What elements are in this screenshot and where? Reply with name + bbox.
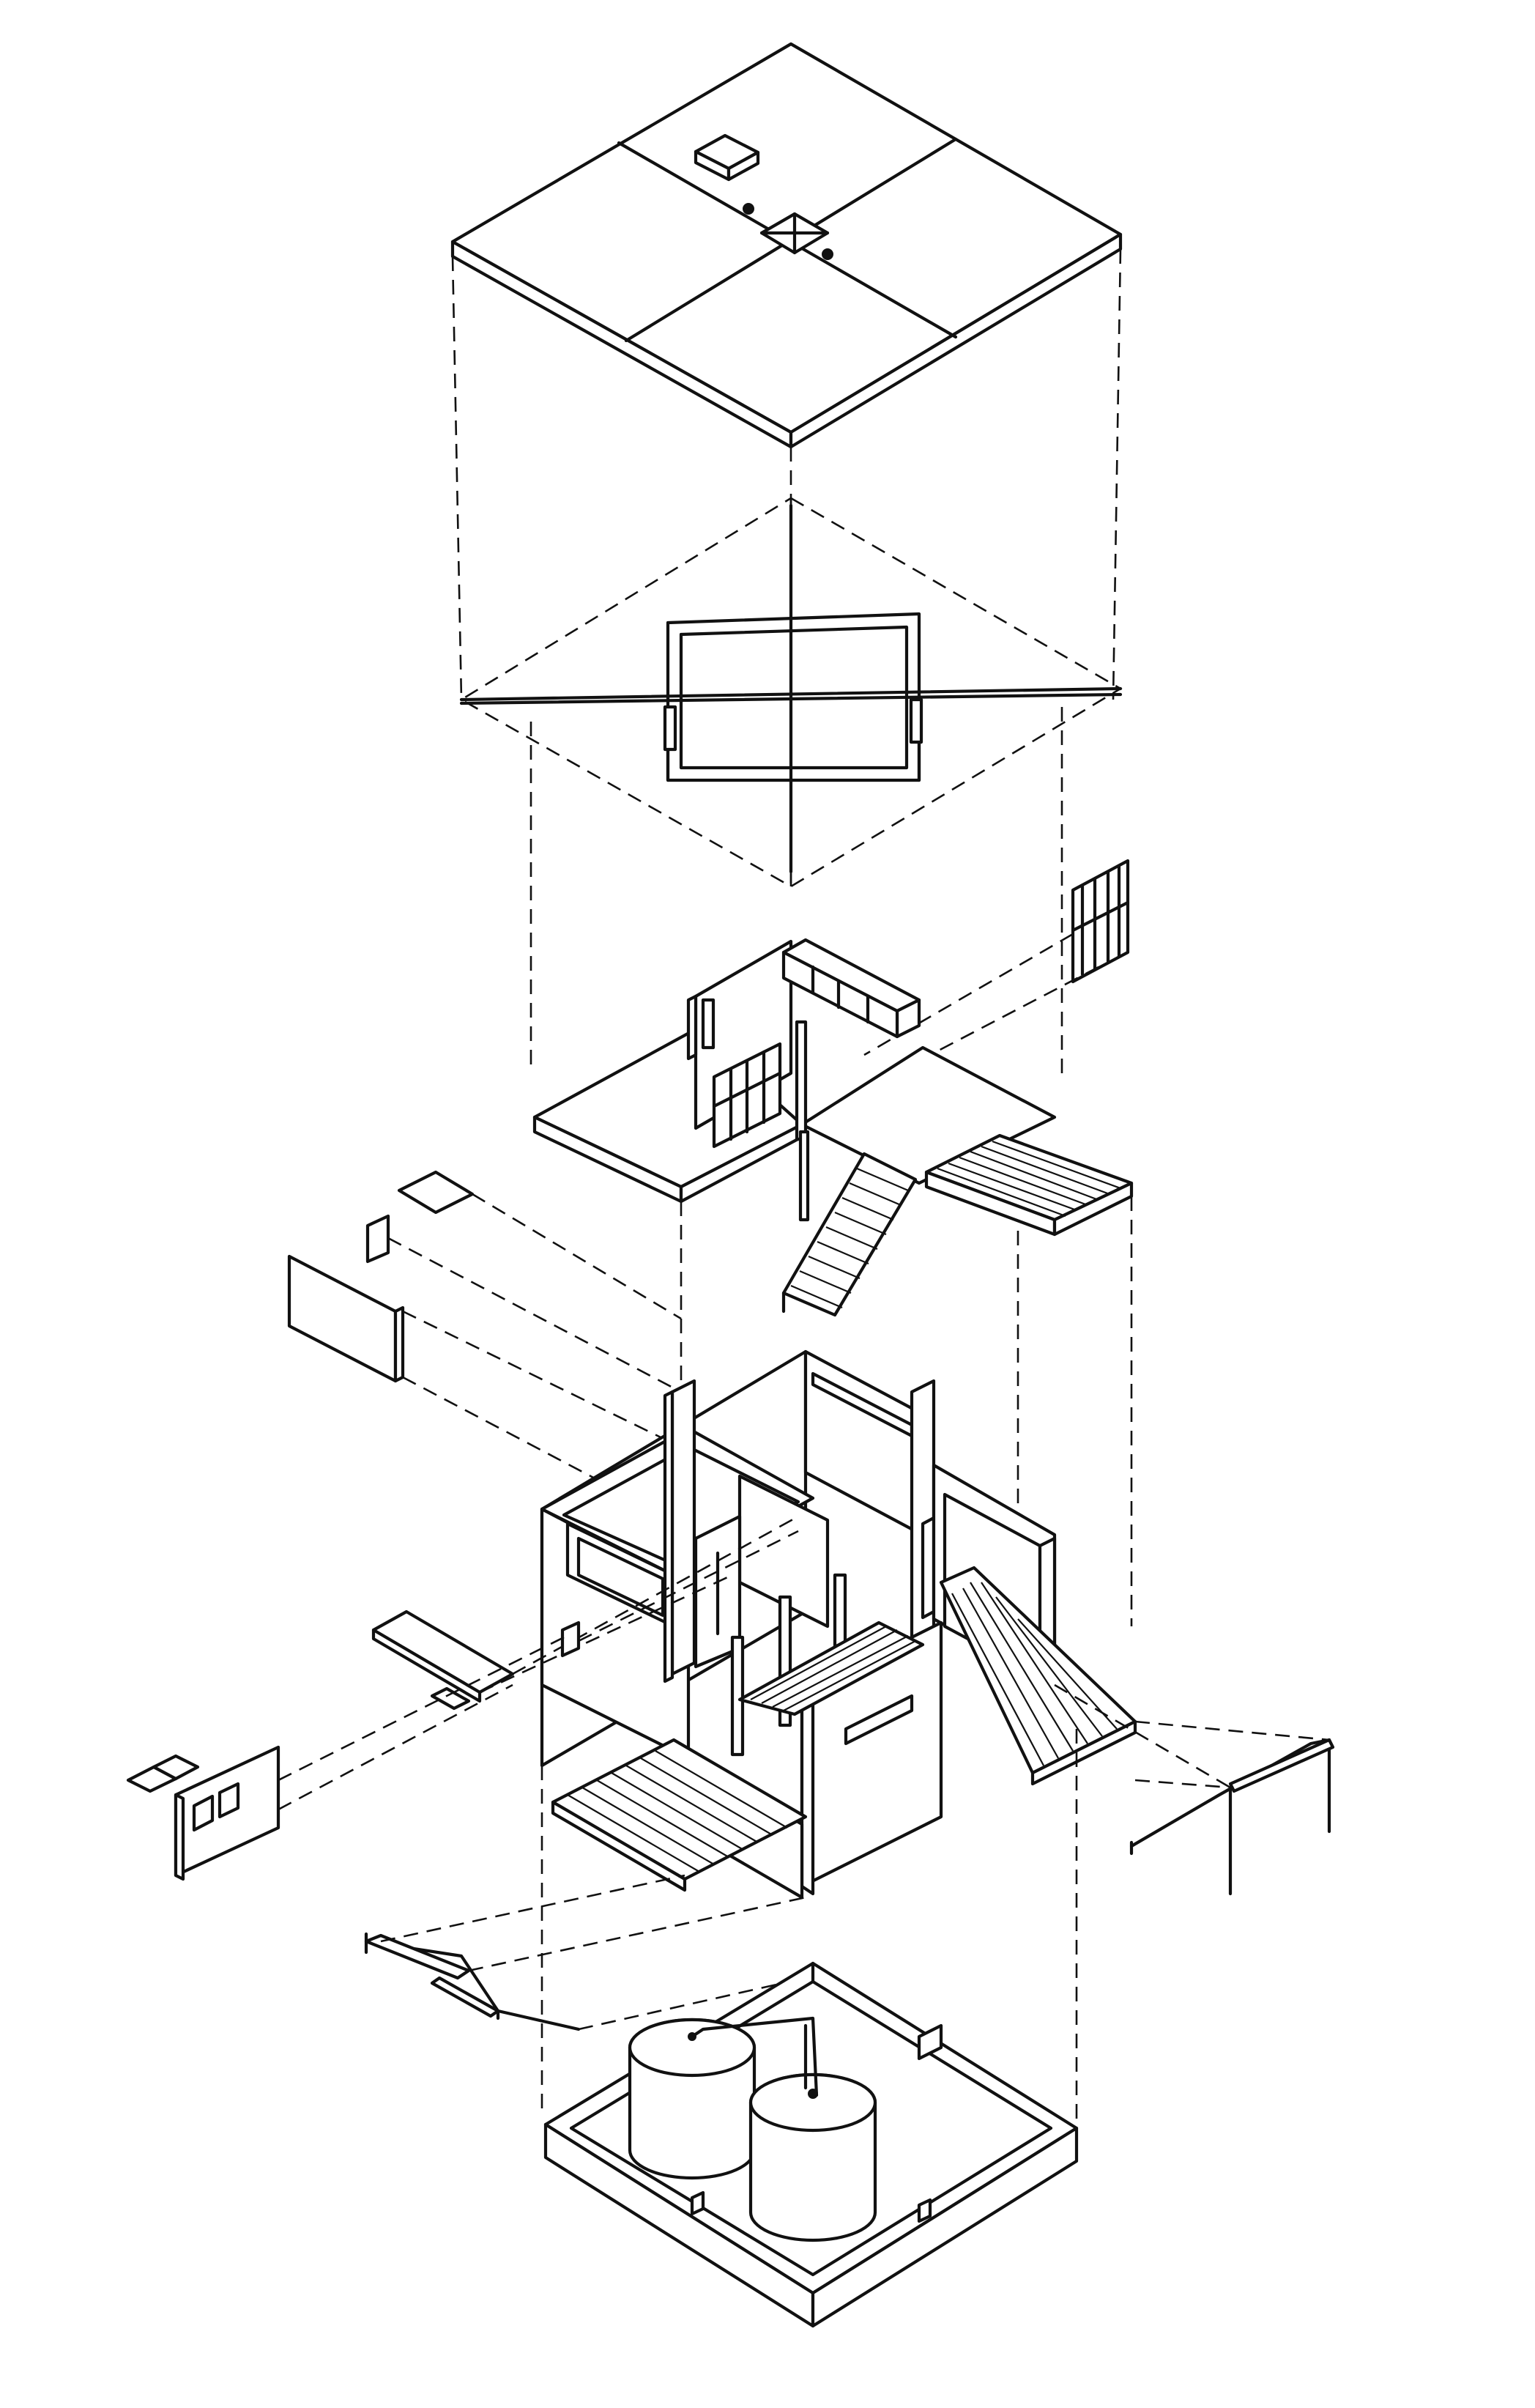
- upper-deck: [924, 1133, 1134, 1237]
- cistern-tank-right: [748, 2072, 877, 2242]
- panel-small-tile: [365, 1214, 682, 1393]
- canopy-left: [364, 1874, 806, 2031]
- upper-floor-slab: [532, 938, 1057, 1222]
- panel-lower-left-slab: [371, 1515, 799, 1703]
- window-panel-upper-right: [863, 859, 1130, 1056]
- cistern-tank-left: [628, 2018, 757, 2180]
- main-floor-deck-right: [939, 1566, 1137, 1786]
- panel-small-square: [397, 1170, 682, 1320]
- roof-hatch: [694, 133, 760, 182]
- panel-large-left: [287, 1254, 718, 1525]
- panel-small-bracket: [430, 1530, 799, 1711]
- canopy-right: [1054, 1683, 1335, 1896]
- roof-skylight: [743, 203, 833, 260]
- ceiling-alignment-lines: [529, 707, 1063, 1077]
- main-floor-deck-left: [551, 1738, 808, 1892]
- panel-lower-left-wall: [126, 1632, 572, 1881]
- stair: [781, 1152, 918, 1317]
- ceiling-frame: [459, 497, 1123, 888]
- main-floor-deck-center: [737, 1620, 925, 1716]
- base-alignment-lines: [540, 1729, 1078, 2132]
- cistern-pipes: [688, 2016, 819, 2099]
